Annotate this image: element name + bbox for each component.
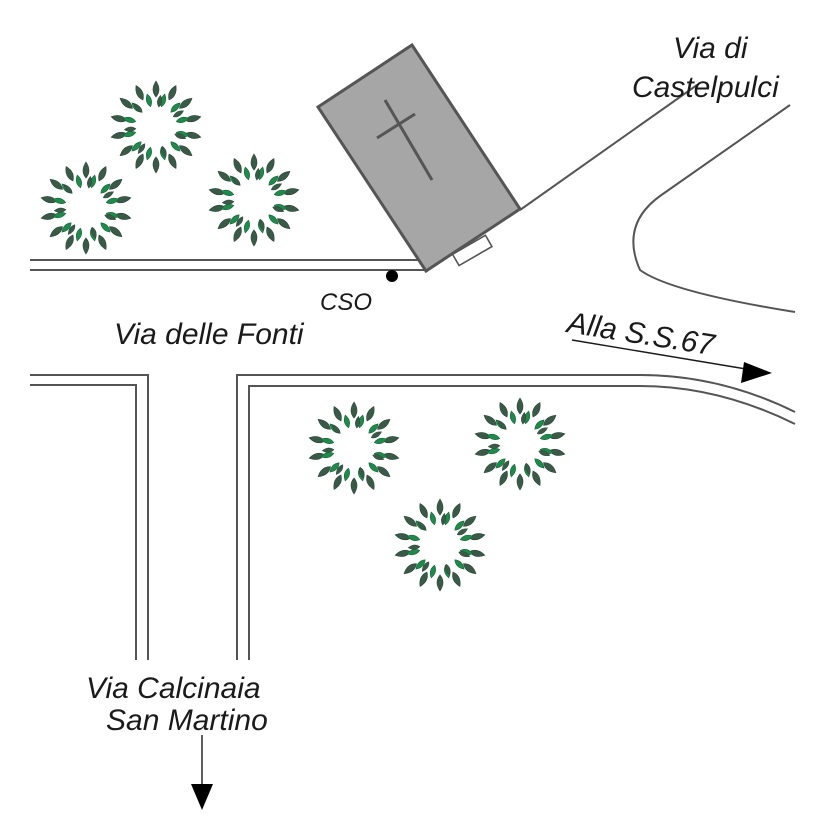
church-cross-horizontal — [376, 112, 416, 140]
tree-canopy-icon — [208, 153, 300, 247]
via-di-castelpulci-road — [519, 84, 698, 211]
cso-label: CSO — [320, 289, 372, 316]
roads — [30, 84, 796, 660]
direction-arrow-icon — [571, 339, 772, 383]
via-delle-fonti-label: Via delle Fonti — [114, 318, 305, 351]
church-cross-icon — [315, 42, 523, 274]
east-curve-road — [632, 104, 796, 313]
via-castelpulci-label-line1: Via di — [673, 32, 749, 65]
tree-canopy-icon — [474, 397, 566, 491]
tree-canopy-icon — [110, 80, 202, 174]
road-to-ss67-south-edge — [236, 374, 796, 660]
via-delle-fonti-south-west-edge — [30, 374, 149, 660]
direction-arrow-icon — [191, 735, 213, 810]
road-to-ss67-south-edge-inner — [248, 385, 796, 660]
via-delle-fonti-south-west-edge-inner — [30, 384, 137, 660]
via-castelpulci-label-line2: Castelpulci — [632, 71, 780, 104]
via-calcinaia-label-line1: Via Calcinaia — [86, 672, 261, 705]
church-cross-vertical — [383, 99, 434, 181]
alla-ss67-label: Alla S.S.67 — [563, 306, 718, 362]
tree-canopy-icon — [308, 401, 400, 495]
via-calcinaia-label-line2: San Martino — [106, 704, 268, 737]
tree-canopy-icon — [394, 498, 486, 592]
location-dot-icon — [386, 270, 398, 282]
church-porch — [451, 234, 494, 267]
tree-canopy-icon — [40, 161, 132, 255]
